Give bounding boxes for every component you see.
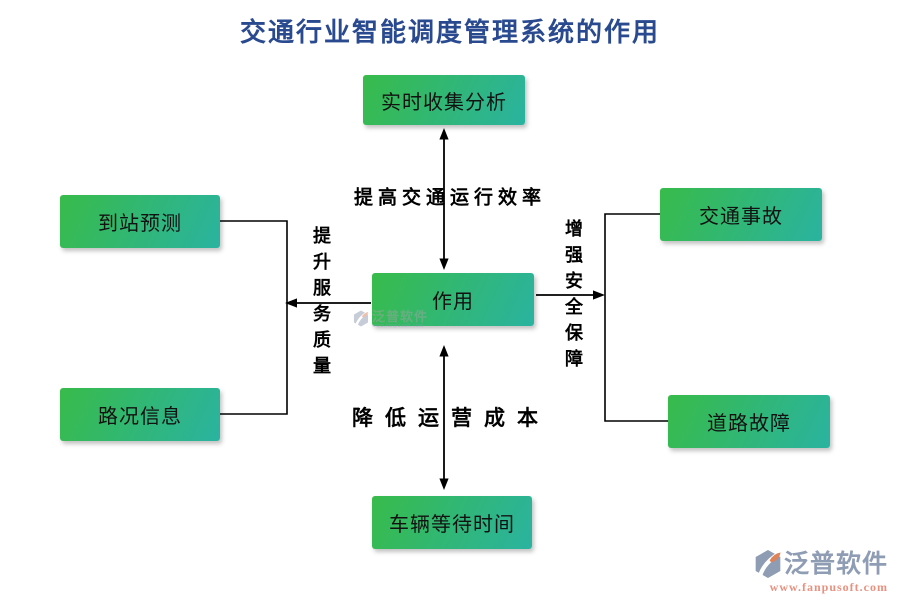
page-title: 交通行业智能调度管理系统的作用 <box>239 18 660 47</box>
arrowhead-top-down <box>439 258 449 270</box>
footer-brand-url: www.fanpusoft.com <box>769 580 888 594</box>
edge-right-bracket <box>604 213 668 422</box>
node-traffic-accident: 交通事故 <box>660 188 822 241</box>
edge-label-left: 提升服务质量 <box>311 226 331 382</box>
edge-label-top: 提高交通运行效率 <box>353 187 547 209</box>
fanpu-logo-icon <box>755 550 781 578</box>
footer-brand-name: 泛普软件 <box>783 549 888 578</box>
arrowhead-bottom-up <box>439 345 449 357</box>
node-realtime-collection-analysis: 实时收集分析 <box>363 75 525 125</box>
node-arrival-prediction: 到站预测 <box>60 195 220 248</box>
arrowhead-right <box>593 290 605 300</box>
node-center-role: 作用 <box>372 273 534 326</box>
edge-label-right: 增强安全保障 <box>563 219 583 375</box>
arrowhead-bottom-down <box>439 478 449 490</box>
arrowhead-top-up <box>439 128 449 140</box>
node-vehicle-wait-time: 车辆等待时间 <box>372 496 532 549</box>
node-road-condition-info: 路况信息 <box>60 388 220 441</box>
watermark-brand-text: 泛普软件 <box>372 309 429 324</box>
arrowhead-left <box>285 298 297 308</box>
fanpu-logo-icon <box>353 310 369 327</box>
node-road-fault: 道路故障 <box>668 395 830 448</box>
footer-brand: 泛普软件 www.fanpusoft.com <box>754 549 888 593</box>
edge-label-bottom: 降低运营成本 <box>352 406 550 430</box>
edge-left-bracket <box>220 220 288 415</box>
watermark-fanpu: 泛普软件 www.fanpusoft.com <box>353 310 428 329</box>
watermark-sub-text: www.fanpusoft.com <box>372 323 424 329</box>
